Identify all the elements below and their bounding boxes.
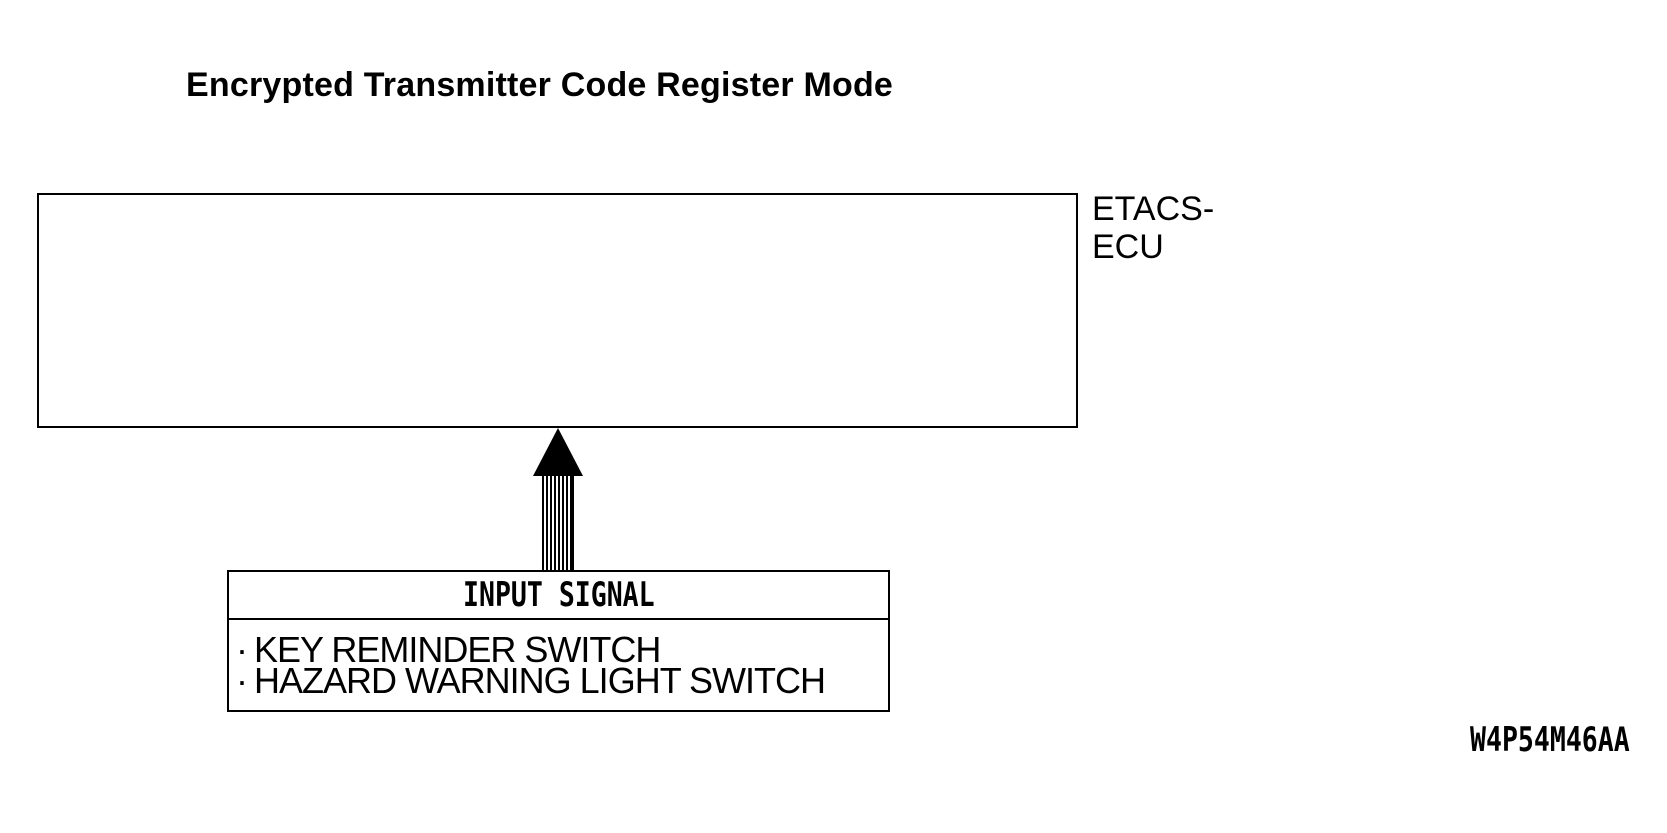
- etacs-ecu-label-line1: ETACS-: [1092, 190, 1215, 228]
- list-item: · KEY REMINDER SWITCH: [236, 629, 888, 670]
- list-item: · HAZARD WARNING LIGHT SWITCH: [236, 660, 888, 701]
- signal-arrow-up-icon: [533, 428, 583, 476]
- diagram-title: Encrypted Transmitter Code Register Mode: [186, 66, 894, 104]
- etacs-ecu-box: [37, 193, 1078, 428]
- figure-code-label: W4P54M46AA: [1470, 720, 1630, 760]
- bullet-dot-icon: ·: [236, 629, 248, 670]
- input-signal-box: INPUT SIGNAL · KEY REMINDER SWITCH · HAZ…: [227, 570, 890, 712]
- input-signal-list: · KEY REMINDER SWITCH · HAZARD WARNING L…: [229, 620, 888, 701]
- bullet-dot-icon: ·: [236, 660, 248, 701]
- list-item-label: HAZARD WARNING LIGHT SWITCH: [254, 660, 826, 701]
- input-signal-header: INPUT SIGNAL: [229, 572, 888, 620]
- etacs-ecu-label: ETACS- ECU: [1092, 190, 1214, 266]
- signal-arrow-shaft: [542, 476, 574, 570]
- input-signal-header-label: INPUT SIGNAL: [462, 575, 655, 615]
- figure-code: W4P54M46AA: [1425, 720, 1630, 760]
- etacs-ecu-label-line2: ECU: [1092, 228, 1164, 266]
- list-item-label: KEY REMINDER SWITCH: [254, 629, 661, 670]
